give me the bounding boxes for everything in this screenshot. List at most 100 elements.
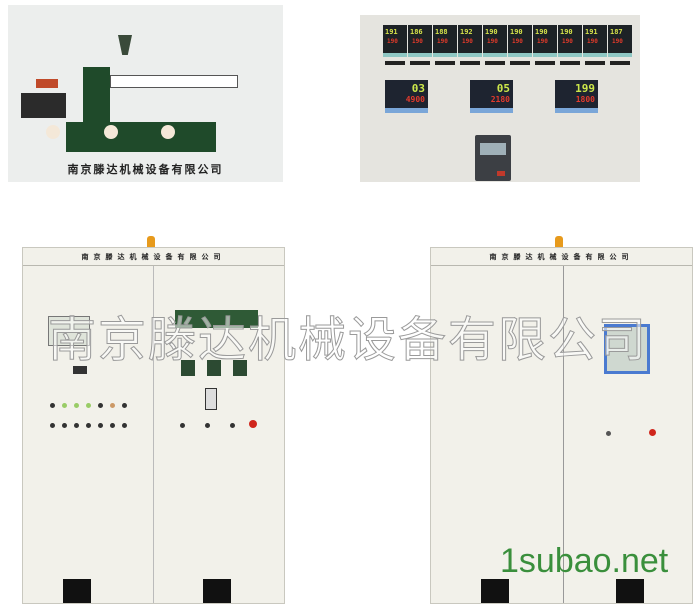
pv-readout: 03	[411, 82, 425, 95]
diagram-caption: 南京滕达机械设备有限公司	[67, 163, 224, 176]
machine-base	[66, 122, 216, 152]
indicator-button[interactable]	[74, 403, 79, 408]
sv-readout: 190	[537, 38, 548, 45]
pump-1	[46, 125, 60, 139]
door-divider	[563, 266, 564, 603]
process-diagram-panel: 南京滕达机械设备有限公司	[8, 5, 283, 182]
emergency-stop-button[interactable]	[649, 429, 656, 436]
gearbox-block	[83, 67, 110, 124]
keypad-display	[480, 143, 506, 155]
pv-readout: 192	[460, 28, 473, 36]
pv-readout: 190	[535, 28, 548, 36]
door-divider	[153, 266, 154, 603]
indicator-button[interactable]	[110, 423, 115, 428]
controller-label-plate	[585, 61, 605, 65]
indicator-button[interactable]	[606, 431, 611, 436]
inverter-panel	[205, 388, 217, 410]
motor	[21, 93, 66, 118]
controller-label-plate	[485, 61, 505, 65]
indicator-button[interactable]	[122, 423, 127, 428]
indicator-button[interactable]	[50, 403, 55, 408]
vent-left	[63, 579, 91, 603]
controller-label-plate	[460, 61, 480, 65]
inverter-keypad	[475, 135, 511, 181]
emergency-stop-button[interactable]	[249, 420, 257, 428]
sv-readout: 190	[387, 38, 398, 45]
indicator-button[interactable]	[98, 403, 103, 408]
indicator-button[interactable]	[180, 423, 185, 428]
cooling-fan	[36, 79, 58, 88]
indicator-button[interactable]	[50, 423, 55, 428]
controller-label-plate	[510, 61, 530, 65]
pv-readout: 188	[435, 28, 448, 36]
cabinet-header: 南京滕达机械设备有限公司	[23, 248, 284, 266]
meter-3	[233, 360, 247, 376]
touch-screen	[604, 324, 650, 374]
hopper	[118, 35, 132, 55]
indicator-button[interactable]	[62, 403, 67, 408]
pump-2	[104, 125, 118, 139]
company-watermark: 南京滕达机械设备有限公司	[47, 312, 649, 369]
controller-label-plate	[535, 61, 555, 65]
beacon-light-right	[555, 236, 563, 247]
indicator-button[interactable]	[74, 423, 79, 428]
site-watermark: 1subao.net	[500, 542, 669, 580]
pv-readout: 187	[610, 28, 623, 36]
sv-readout: 190	[512, 38, 523, 45]
sv-readout: 4900	[405, 95, 425, 104]
pv-readout: 186	[410, 28, 423, 36]
beacon-light-left	[147, 236, 155, 247]
indicator-button[interactable]	[205, 423, 210, 428]
sv-readout: 190	[487, 38, 498, 45]
meter-1	[181, 360, 195, 376]
mini-diagram	[48, 316, 90, 346]
pv-readout: 05	[496, 82, 510, 95]
sv-readout: 2180	[490, 95, 510, 104]
indicator-button[interactable]	[86, 423, 91, 428]
pv-readout: 190	[510, 28, 523, 36]
controller-label-plate	[610, 61, 630, 65]
pv-readout: 199	[575, 82, 595, 95]
controller-label-plate	[410, 61, 430, 65]
sv-readout: 190	[462, 38, 473, 45]
indicator-button[interactable]	[110, 403, 115, 408]
pv-readout: 190	[560, 28, 573, 36]
indicator-button[interactable]	[230, 423, 235, 428]
meter-2	[207, 360, 221, 376]
sv-readout: 190	[587, 38, 598, 45]
indicator-button[interactable]	[62, 423, 67, 428]
sv-readout: 190	[562, 38, 573, 45]
vent-left	[481, 579, 509, 603]
vent-right	[616, 579, 644, 603]
control-cabinet-right: 南京滕达机械设备有限公司	[430, 247, 693, 604]
sv-readout: 1800	[575, 95, 595, 104]
controller-label-plate	[560, 61, 580, 65]
controller-strip	[175, 310, 258, 328]
display-meter	[73, 366, 87, 374]
pv-readout: 190	[485, 28, 498, 36]
indicator-button[interactable]	[86, 403, 91, 408]
extruder-barrel	[110, 75, 238, 88]
vent-right	[203, 579, 231, 603]
controller-label-plate	[435, 61, 455, 65]
sv-readout: 190	[437, 38, 448, 45]
indicator-button[interactable]	[122, 403, 127, 408]
control-cabinet-left: 南京滕达机械设备有限公司	[22, 247, 285, 604]
indicator-button[interactable]	[98, 423, 103, 428]
keypad-stop-key	[497, 171, 505, 176]
pv-readout: 191	[585, 28, 598, 36]
pump-3	[161, 125, 175, 139]
sv-readout: 190	[612, 38, 623, 45]
